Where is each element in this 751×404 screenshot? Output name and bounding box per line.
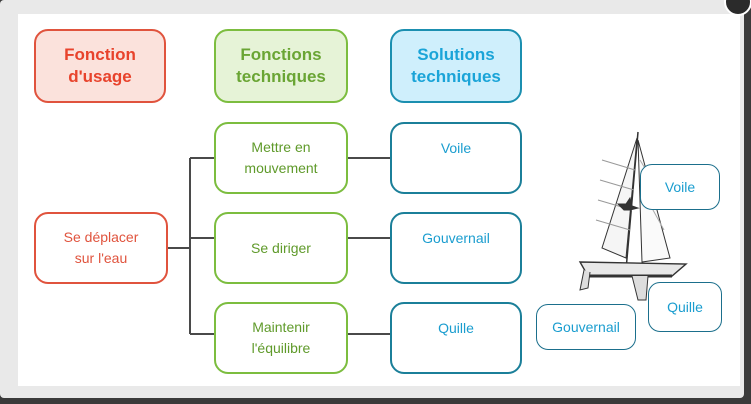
mast xyxy=(625,131,639,271)
technical-solution-2: Gouvernail xyxy=(390,212,522,284)
sail-battens xyxy=(595,159,636,231)
callout-voile: Voile xyxy=(640,164,720,210)
header-solutions-techniques: Solutions techniques xyxy=(390,29,522,103)
technical-solution-3: Quille xyxy=(390,302,522,374)
diagram-canvas: Fonction d'usage Fonctions techniques So… xyxy=(18,14,740,386)
technical-function-3: Maintenir l'équilibre xyxy=(214,302,348,374)
keel xyxy=(631,275,649,301)
technical-function-1: Mettre en mouvement xyxy=(214,122,348,194)
technical-solution-1: Voile xyxy=(390,122,522,194)
connector-lines xyxy=(166,157,390,335)
callout-gouvernail: Gouvernail xyxy=(536,304,636,350)
rudder xyxy=(579,269,591,291)
sailboat-illustration xyxy=(578,131,688,301)
header-fonction-usage: Fonction d'usage xyxy=(34,29,166,103)
mainsail xyxy=(601,137,638,259)
sail-emblem xyxy=(616,196,640,211)
header-fonctions-techniques: Fonctions techniques xyxy=(214,29,348,103)
callout-quille: Quille xyxy=(648,282,722,332)
usage-function-box: Se déplacer sur l'eau xyxy=(34,212,168,284)
hull xyxy=(578,261,688,277)
technical-function-2: Se diriger xyxy=(214,212,348,284)
